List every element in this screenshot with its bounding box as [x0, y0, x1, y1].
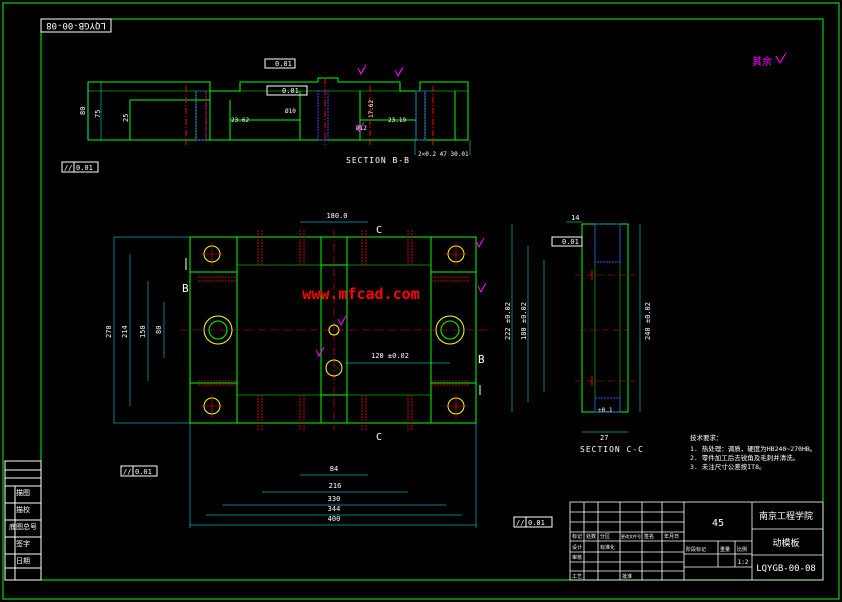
- tech-req-item-0: 1. 热处理：调质，硬度为HB240~270HB。: [690, 444, 816, 453]
- title-material: 45: [712, 518, 724, 529]
- title-drawing-code: LQYGB-00-08: [756, 564, 816, 574]
- stamp-label-3: 签字: [16, 539, 30, 548]
- dim-width-400: 400: [328, 515, 341, 523]
- bb-dim-phi12: Ø12: [356, 125, 367, 132]
- stamp-label-1: 描校: [16, 505, 30, 514]
- cut-c-bottom: C: [376, 432, 382, 443]
- section-bb-label: SECTION B-B: [346, 156, 410, 165]
- rotated-drawing-code: LQYGB-00-08: [46, 20, 106, 30]
- bb-dim-step: 2×0.2 47 30.01: [418, 151, 469, 158]
- tb-label-3: 更改文件号: [621, 533, 641, 539]
- dim-height-150: 150: [139, 325, 147, 338]
- tech-req-title: 技术要求：: [690, 433, 723, 442]
- cut-b-left: B: [182, 282, 189, 295]
- left-stamp-table: 描图 描校 底图总号 签字 日期: [4, 460, 42, 581]
- title-block: [569, 501, 824, 581]
- dim-height-80: 80: [155, 326, 163, 334]
- tb-label-12: 重量: [720, 546, 730, 553]
- tb-label-13: 比例: [737, 546, 747, 553]
- dim-height-270: 270: [105, 325, 113, 338]
- cut-b-right: B: [478, 353, 485, 366]
- svg-text://: //: [123, 468, 131, 476]
- cc-tol-frame: 0.01: [562, 238, 579, 246]
- tech-req-item-1: 2. 零件加工后去锐角及毛刺并清洗。: [690, 453, 799, 462]
- tb-label-2: 分区: [600, 533, 610, 540]
- bb-dim-2362: 23.62: [231, 117, 249, 124]
- dim-width-344: 344: [328, 505, 341, 513]
- title-block-text: 南京工程学院 45 动模板 LQYGB-00-08 1:2 标记 处数 分区 更…: [572, 510, 816, 580]
- cc-dim-27: 27: [600, 434, 608, 442]
- bb-flatness-tol: 0.01: [76, 164, 93, 172]
- parallel-tol-left: 0.01: [135, 468, 152, 476]
- roughness-symbol-icon: [775, 52, 787, 65]
- cc-dim-222: 222 ±0.02: [504, 302, 512, 340]
- inner-frame: [40, 18, 824, 581]
- section-bb-view: 80 75 25 // 0.01 0.01 0.01 23.62 23.19 1…: [61, 58, 471, 173]
- tb-label-10: 批准: [622, 573, 632, 580]
- dim-height-214: 214: [121, 325, 129, 338]
- bb-dim-2319: 23.19: [388, 117, 406, 124]
- tech-req-item-2: 3. 未注尺寸公差按IT8。: [690, 462, 765, 471]
- rotated-code-box: [40, 18, 112, 33]
- cut-c-top: C: [376, 225, 382, 236]
- cc-dim-180: 180 ±0.02: [520, 302, 528, 340]
- bb-tol-mid: 0.01: [282, 87, 299, 95]
- bb-dim-1762: 17.62: [368, 100, 375, 118]
- tb-label-6: 设计: [572, 544, 582, 551]
- bb-dim-80: 80: [79, 107, 87, 115]
- dim-width-330: 330: [328, 495, 341, 503]
- tb-label-7: 标准化: [600, 544, 615, 551]
- dim-top-180: 180.0: [326, 212, 347, 220]
- dim-width-120: 120 ±0.02: [371, 352, 409, 360]
- tb-label-1: 处数: [586, 533, 596, 540]
- stamp-label-0: 描图: [16, 488, 30, 497]
- svg-text://: //: [516, 519, 524, 527]
- tb-label-5: 年月日: [664, 533, 679, 540]
- tb-label-9: 工艺: [572, 574, 582, 580]
- tb-label-4: 签名: [644, 533, 654, 540]
- main-plan-view: 180.0 270 214 150 80 120 ±0.02 84 216 33…: [105, 212, 553, 528]
- tb-label-11: 阶段标记: [686, 546, 706, 553]
- dim-width-84: 84: [330, 465, 338, 473]
- bb-dim-75: 75: [94, 110, 102, 118]
- tech-requirements: 技术要求： 1. 热处理：调质，硬度为HB240~270HB。 2. 零件加工后…: [690, 433, 816, 471]
- parallel-tol-bottom: 0.01: [528, 519, 545, 527]
- roughness-note: 其余: [752, 55, 772, 68]
- stamp-label-4: 日期: [16, 557, 30, 565]
- section-cc-label: SECTION C-C: [580, 445, 644, 454]
- stamp-label-2: 底图总号: [9, 522, 37, 531]
- section-cc-view: 222 ±0.02 180 ±0.02 240 ±0.02 14 27 ±0.1…: [504, 214, 652, 454]
- title-scale: 1:2: [738, 559, 749, 566]
- watermark: www.mfcad.com: [302, 285, 419, 303]
- bb-dim-phi10: Ø10: [285, 108, 296, 115]
- title-school: 南京工程学院: [759, 510, 813, 522]
- dim-width-216: 216: [329, 482, 342, 490]
- cc-dim-14: 14: [571, 214, 579, 222]
- title-part-name: 动模板: [772, 537, 799, 549]
- svg-text://: //: [64, 164, 72, 172]
- cc-dim-240: 240 ±0.02: [644, 302, 652, 340]
- cc-dim-tol: ±0.1: [598, 407, 613, 414]
- tb-label-8: 审核: [572, 554, 582, 561]
- bb-tol-top: 0.01: [275, 60, 292, 68]
- bb-dim-25: 25: [122, 114, 130, 122]
- tb-label-0: 标记: [572, 533, 582, 540]
